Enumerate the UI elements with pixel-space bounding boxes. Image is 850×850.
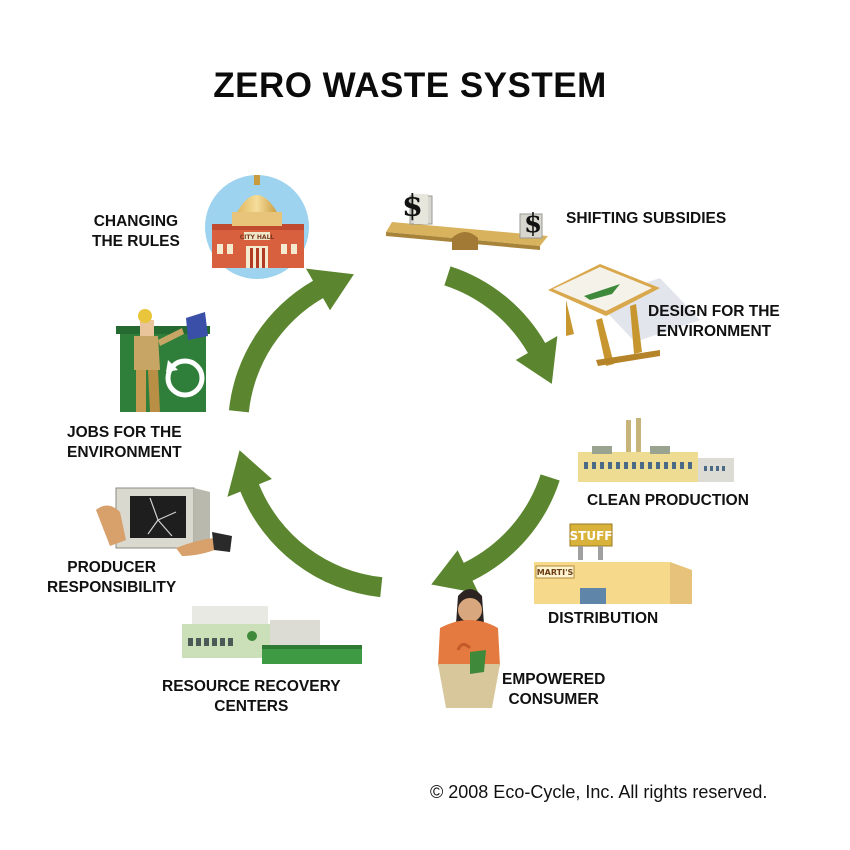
city-hall-icon: CITY HALL xyxy=(205,175,309,279)
city-hall-sign: CITY HALL xyxy=(240,234,275,241)
dollar-sign-right: $ xyxy=(524,209,542,239)
node-label-jobs-for-the-environment: JOBS FOR THE ENVIRONMENT xyxy=(67,424,182,461)
arrow-top-left xyxy=(228,268,354,413)
node-label-changing-the-rules: CHANGING THE RULES xyxy=(92,213,180,250)
node-label-producer-responsibility: PRODUCER RESPONSIBILITY xyxy=(47,559,177,596)
diagram-title: ZERO WASTE SYSTEM xyxy=(213,66,607,105)
node-label-resource-recovery-centers: RESOURCE RECOVERY CENTERS xyxy=(162,678,341,715)
store-icon: STUFF MARTI'S xyxy=(534,523,692,604)
dollar-sign-left: $ xyxy=(402,189,423,224)
recycling-worker-icon xyxy=(116,309,210,412)
factory-icon xyxy=(578,418,734,482)
node-label-empowered-consumer: EMPOWERED CONSUMER xyxy=(502,671,606,708)
arrow-bottom-right xyxy=(431,474,560,594)
cycle-arrows xyxy=(227,266,560,598)
drafting-table-icon xyxy=(548,264,700,366)
broken-tv-icon xyxy=(96,487,232,556)
store-sign-top: STUFF xyxy=(570,529,613,543)
seesaw-money-icon: $ $ xyxy=(386,189,548,250)
shopper-icon xyxy=(438,589,500,708)
node-label-distribution: DISTRIBUTION xyxy=(548,610,659,627)
store-sign-name: MARTI'S xyxy=(537,568,574,577)
recovery-center-icon xyxy=(182,606,362,664)
arrow-bottom-left xyxy=(227,450,383,598)
arrow-top-right xyxy=(444,266,558,384)
node-label-design-for-the-environment: DESIGN FOR THE ENVIRONMENT xyxy=(648,303,780,340)
node-label-clean-production: CLEAN PRODUCTION xyxy=(587,492,749,509)
node-label-shifting-subsidies: SHIFTING SUBSIDIES xyxy=(566,210,727,227)
copyright-notice: © 2008 Eco-Cycle, Inc. All rights reserv… xyxy=(430,782,768,802)
